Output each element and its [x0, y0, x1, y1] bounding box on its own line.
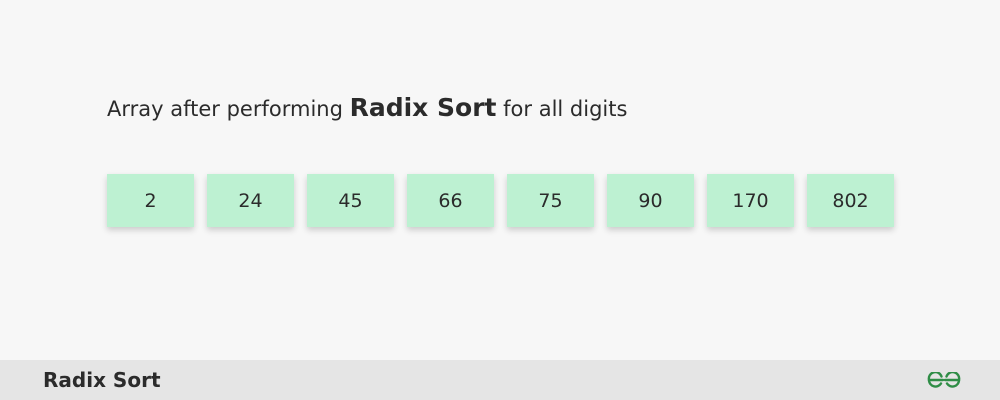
heading-emphasis: Radix Sort: [349, 93, 497, 122]
array-cell: 66: [407, 174, 494, 227]
array-cell: 45: [307, 174, 394, 227]
array-cell: 24: [207, 174, 294, 227]
heading-prefix: Array after performing: [107, 97, 350, 121]
footer-bar: Radix Sort: [0, 360, 1000, 400]
array-cell: 802: [807, 174, 894, 227]
array-cell: 75: [507, 174, 594, 227]
array-cell: 170: [707, 174, 794, 227]
array-cell: 2: [107, 174, 194, 227]
heading-suffix: for all digits: [496, 97, 628, 121]
sorted-array: 2 24 45 66 75 90 170 802: [107, 174, 894, 227]
gfg-logo-icon: [927, 372, 961, 388]
footer-title: Radix Sort: [43, 368, 161, 392]
array-cell: 90: [607, 174, 694, 227]
diagram-heading: Array after performing Radix Sort for al…: [107, 88, 627, 129]
